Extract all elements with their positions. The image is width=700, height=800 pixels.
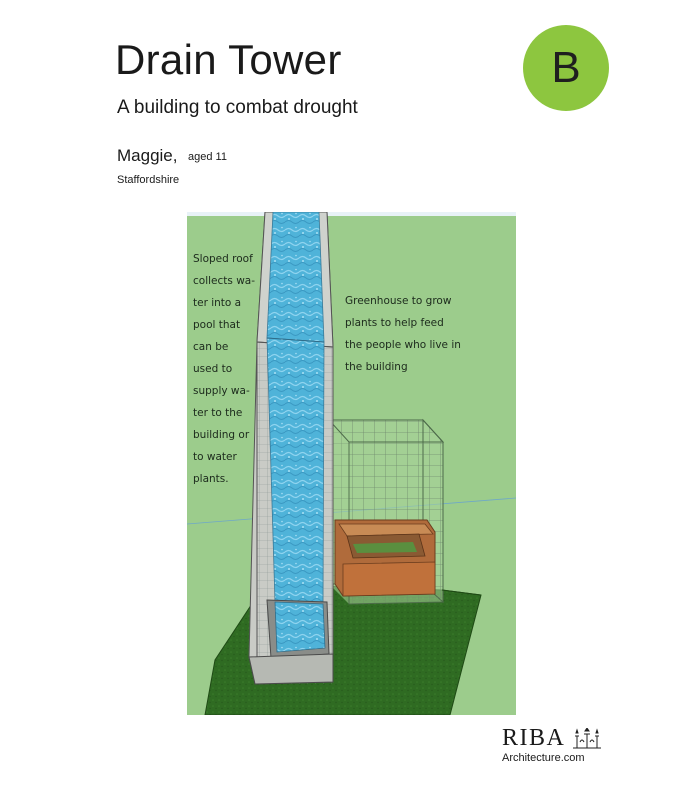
riba-logo: RIBA Architecture.com — [502, 726, 612, 768]
page-title: Drain Tower — [115, 36, 342, 83]
riba-logo-text: RIBA — [502, 725, 566, 751]
design-illustration: Sloped roof collects wa- ter into a pool… — [187, 212, 516, 715]
author-name: Maggie, — [117, 146, 178, 165]
roof-annotation: Sloped roof collects wa- ter into a pool… — [193, 253, 256, 485]
author-age: aged 11 — [188, 151, 227, 163]
tower-model-render — [187, 212, 516, 715]
riba-crest-icon — [571, 727, 603, 754]
category-badge: B — [523, 25, 609, 111]
pool — [248, 599, 334, 685]
greenhouse-annotation: Greenhouse to grow plants to help feed t… — [345, 295, 461, 373]
planter-bed — [334, 519, 436, 597]
author-region: Staffordshire — [117, 174, 180, 186]
riba-website: Architecture.com — [502, 752, 585, 764]
water-channel — [266, 212, 325, 603]
page-subtitle: A building to combat drought — [117, 97, 358, 118]
